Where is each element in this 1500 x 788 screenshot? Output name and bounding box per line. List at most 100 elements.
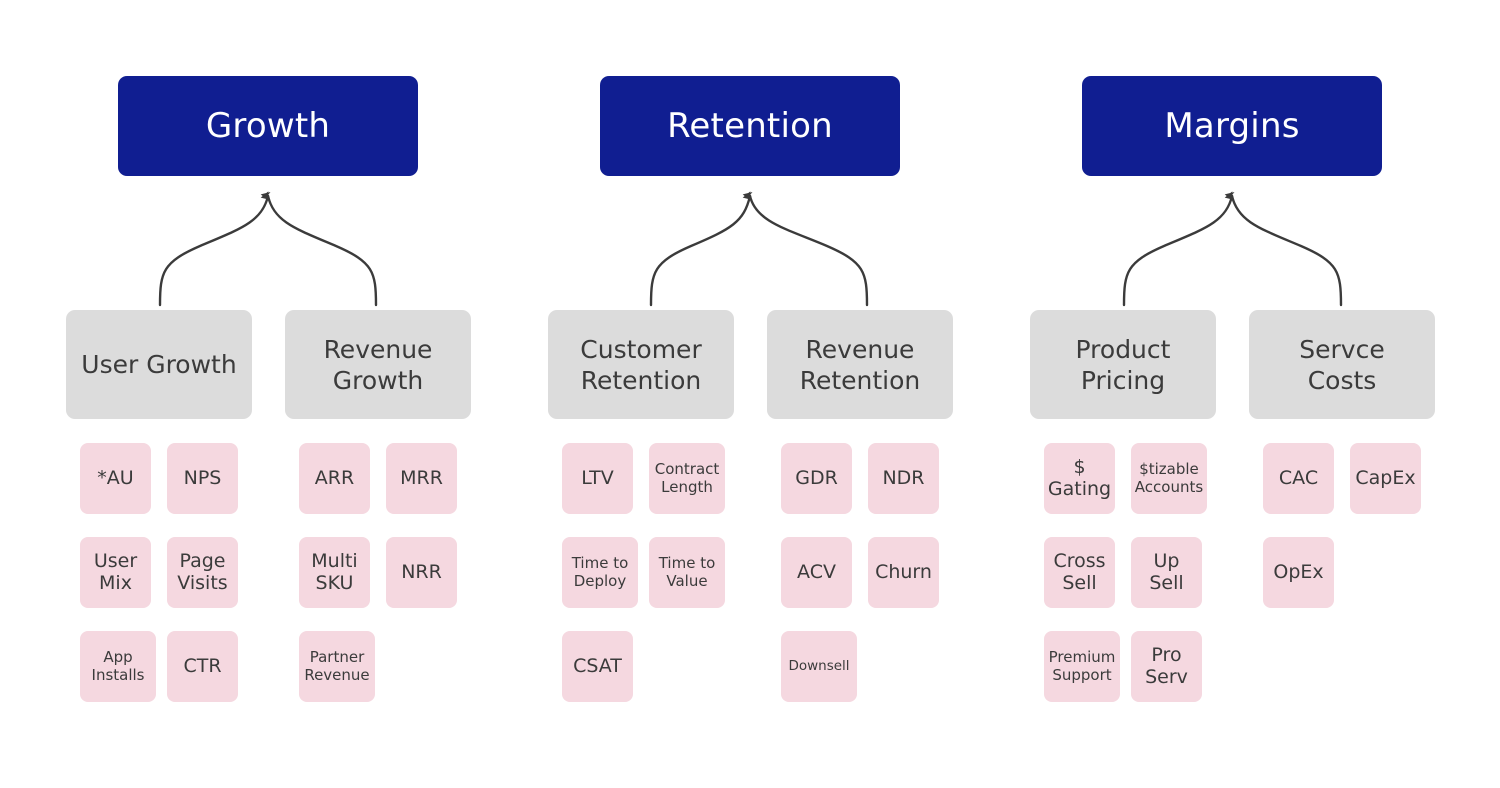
leaf-tile-arr[interactable]: ARR xyxy=(299,443,370,514)
leaf-tile-label: Churn xyxy=(875,560,932,583)
leaf-tile-acv[interactable]: ACV xyxy=(781,537,852,608)
leaf-tile-label: GDR xyxy=(795,466,838,489)
leaf-tile-label: MRR xyxy=(400,466,443,489)
leaf-tile-label: NDR xyxy=(882,466,925,489)
leaf-tile-label: CAC xyxy=(1278,466,1319,489)
leaf-tile-churn[interactable]: Churn xyxy=(868,537,939,608)
mid-node-label: Revenue Growth xyxy=(323,334,433,395)
leaf-row xyxy=(1263,631,1463,725)
top-node-margins[interactable]: Margins xyxy=(1082,76,1382,176)
leaf-tile-label: NPS xyxy=(183,466,222,489)
mid-node-revenue-growth[interactable]: Revenue Growth xyxy=(285,310,471,419)
mid-node-user-growth[interactable]: User Growth xyxy=(66,310,252,419)
mid-node-label: User Growth xyxy=(81,350,237,379)
leaf-tile-label: OpEx xyxy=(1273,560,1324,583)
leaf-row: Downsell xyxy=(781,631,981,725)
leaf-row: OpEx xyxy=(1263,537,1463,631)
top-node-growth[interactable]: Growth xyxy=(118,76,418,176)
leaf-tile-gdr[interactable]: GDR xyxy=(781,443,852,514)
leaf-row: ARR MRR xyxy=(299,443,499,537)
leaf-tile-capex[interactable]: CapEx xyxy=(1350,443,1421,514)
top-node-label: Growth xyxy=(205,106,331,146)
leaf-tile-ctr[interactable]: CTR xyxy=(167,631,238,702)
leaf-tile-label: CTR xyxy=(183,654,222,677)
leaf-tile-label: LTV xyxy=(581,466,614,489)
leaf-tile-label: NRR xyxy=(401,560,442,583)
leaf-tile-label: CSAT xyxy=(573,654,622,677)
leaf-tile-label: *AU xyxy=(97,466,134,489)
leaf-row: *AU NPS xyxy=(80,443,280,537)
leaf-tile-au[interactable]: *AU xyxy=(80,443,151,514)
leaf-tile-label: Downsell xyxy=(788,657,850,674)
leaf-tile-ndr[interactable]: NDR xyxy=(868,443,939,514)
leaf-tile-label: ACV xyxy=(797,560,836,583)
leaf-row: CSAT xyxy=(562,631,762,725)
pillar-growth: Growth User Growth Revenue Growth *AU NPS… xyxy=(66,0,526,788)
leaf-tile-mrr[interactable]: MRR xyxy=(386,443,457,514)
leaf-tile-label: CapEx xyxy=(1355,466,1416,489)
leaf-row: ACV Churn xyxy=(781,537,981,631)
leaf-tile-nps[interactable]: NPS xyxy=(167,443,238,514)
leaf-tile-downsell[interactable]: Downsell xyxy=(781,631,857,702)
top-node-label: Margins xyxy=(1164,106,1300,146)
leaf-tile-label: ARR xyxy=(314,466,355,489)
leaf-tile-cac[interactable]: CAC xyxy=(1263,443,1334,514)
leaf-tile-gating[interactable]: $Gating xyxy=(1044,443,1115,514)
top-node-retention[interactable]: Retention xyxy=(600,76,900,176)
leaf-tile-nrr[interactable]: NRR xyxy=(386,537,457,608)
leaf-tile-ltv[interactable]: LTV xyxy=(562,443,633,514)
leaf-tile-csat[interactable]: CSAT xyxy=(562,631,633,702)
leaf-tile-opex[interactable]: OpEx xyxy=(1263,537,1334,608)
leaf-row: CAC CapEx xyxy=(1263,443,1463,537)
top-node-label: Retention xyxy=(667,106,833,146)
